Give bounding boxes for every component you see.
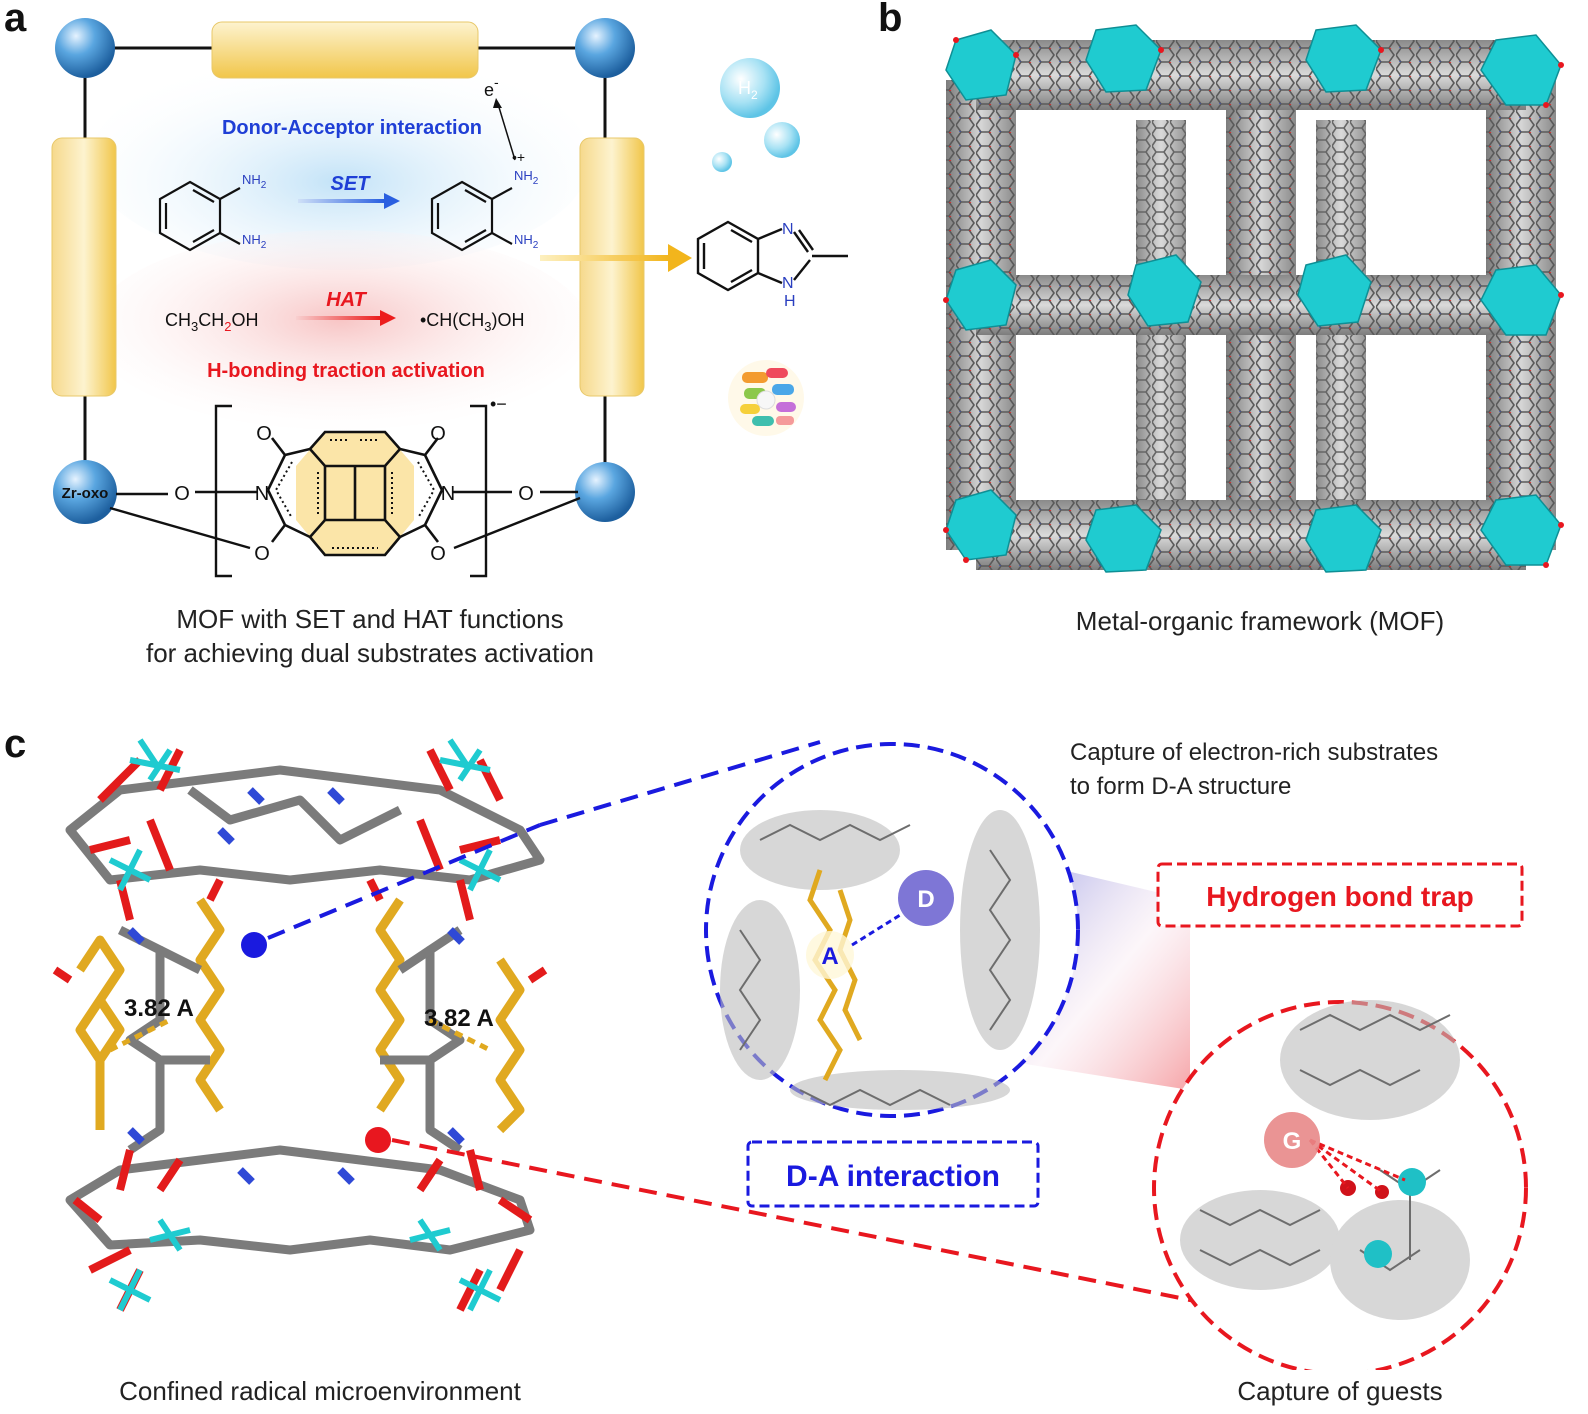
svg-text:H: H [784,293,796,310]
linker-bar-left [51,137,117,397]
capture-description: Capture of electron-rich substrates to f… [1070,739,1439,800]
donor-site-dot [241,932,267,958]
svg-text:O: O [174,483,190,505]
zr-atom-lower [1364,1240,1392,1268]
svg-text:O: O [256,423,272,445]
svg-text:O: O [430,543,446,565]
donor-ball [898,870,954,926]
zr-node-bottom-right [575,462,635,522]
hat-arrow [296,316,380,320]
panel-letter-c: c [4,722,27,766]
methylbenzimidazole [696,220,848,292]
ndi-linker [109,404,581,578]
phenylenediamine-left [158,180,241,252]
electron-arrow [497,103,516,161]
mof-framework-render [943,24,1564,573]
svg-text:NH2: NH2 [514,232,539,251]
small-bubble-1 [764,122,800,158]
svg-text:NH2: NH2 [242,232,267,251]
svg-text:N: N [441,483,455,505]
radical-anion-mark: •− [490,394,507,414]
h2-bubble [720,58,780,118]
svg-text:N: N [255,483,269,505]
da-bond-line [851,910,906,947]
drug-pills-icon [728,360,804,436]
donor-label: D [917,886,934,913]
panel-b-caption: Metal-organic framework (MOF) [1075,606,1445,636]
zr-node-bottom-left [53,460,117,524]
panel-a-diagram: Zr-oxo Donor-Acceptor interaction e- NH2… [51,18,848,578]
guest-label: G [1283,1128,1302,1155]
small-bubble-2 [712,152,732,172]
donor-acceptor-label: Donor-Acceptor interaction [222,117,482,139]
da-interaction-box [746,1140,1040,1208]
hat-label: HAT [326,289,367,311]
distance-label-right: 3.82 A [424,1005,494,1032]
set-arrow [298,199,384,203]
hydroxyethyl-radical: •CH(CH3)OH [420,310,525,334]
acceptor-label: A [821,943,838,970]
zr-cluster-polyhedra [945,24,1562,573]
product-arrow [540,255,670,261]
ethanol-formula: CH3CH2OH [165,310,258,334]
panel-letter-b: b [878,0,903,40]
linker-bar-right [579,137,645,397]
svg-text:O: O [430,423,446,445]
svg-text:O: O [254,543,270,565]
hbond-trap-box [1156,862,1524,928]
hbond-activation-label: H-bonding traction activation [207,360,485,382]
svg-text:H2: H2 [738,78,758,102]
guest-site-dot [365,1127,391,1153]
zoom-line-blue-upper [539,740,821,827]
svg-text:N: N [782,275,794,292]
panel-a-caption: MOF with SET and HAT functions for achie… [145,604,595,668]
zr-atom-upper [1398,1168,1426,1196]
guest-ball [1264,1112,1320,1168]
panel-c-diagram: 3.82 A 3.82 A A D [52,738,1528,1370]
donor-acceptor-glow [90,50,590,270]
zr-node-top-left [55,18,115,78]
svg-text:NH2: NH2 [242,172,267,191]
zoom-line-blue-lower [267,823,541,940]
hbond-glow [90,230,590,430]
panel-letter-a: a [4,0,27,40]
distance-label-left: 3.82 A [124,995,194,1022]
phenylenediamine-radical-cation [430,180,513,252]
confined-cage-structure [52,738,548,1312]
svg-text:NH2: NH2 [514,168,539,187]
set-label: SET [331,173,372,195]
zr-oxo-label: Zr-oxo [62,485,109,502]
electron-label: e- [484,74,499,100]
svg-text:•+: •+ [512,149,525,165]
panel-c-caption-left: Confined radical microenvironment [119,1376,521,1406]
zr-node-top-right [575,18,635,78]
zoom-line-red [391,1138,1251,1314]
panel-c-caption-right: Capture of guests [1237,1376,1443,1406]
linker-bar-top [211,21,479,79]
hbond-trap-label: Hydrogen bond trap [1206,881,1474,912]
svg-text:N: N [782,221,794,238]
svg-text:O: O [518,483,534,505]
da-interaction-label: D-A interaction [786,1160,1000,1193]
